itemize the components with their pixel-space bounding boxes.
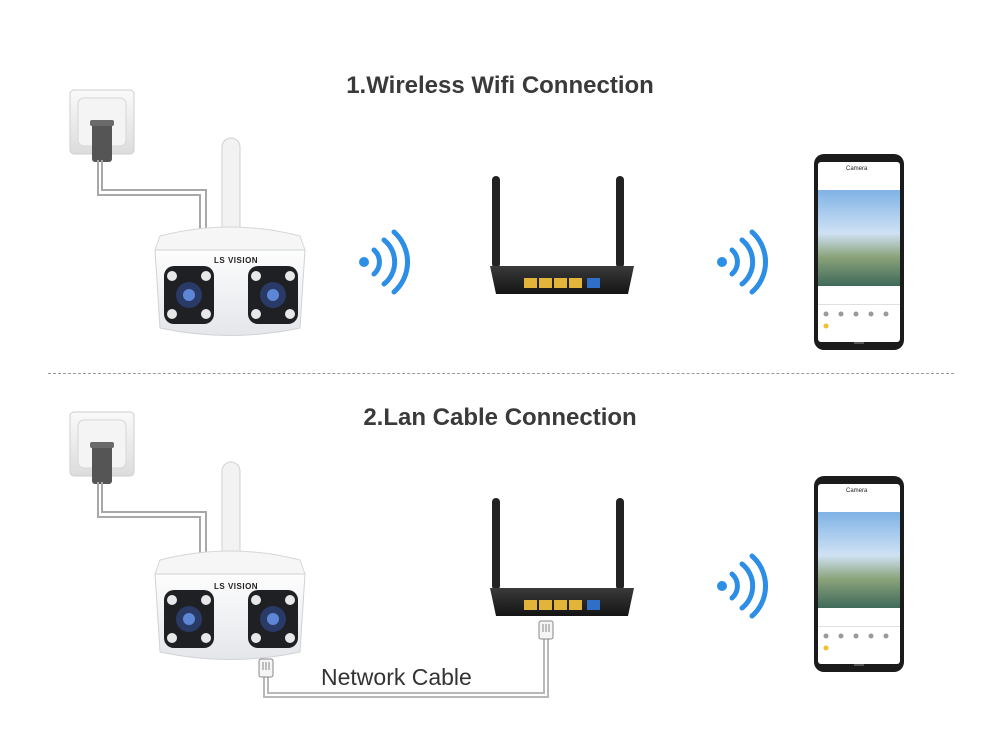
smartphone-device (814, 154, 904, 350)
section-title-lan: 2.Lan Cable Connection (363, 404, 637, 431)
phone-header-title: Camera (846, 488, 868, 494)
camera-brand-label: LS VISION (214, 256, 259, 265)
camera-device (154, 137, 306, 336)
rj45-connector-icon (258, 658, 274, 678)
router-device (490, 498, 634, 616)
wifi-signal-icon (359, 229, 410, 295)
rj45-connector-icon (538, 620, 554, 640)
wifi-signal-icon (717, 229, 768, 295)
smartphone-device (814, 476, 904, 672)
section-divider (48, 373, 954, 374)
camera-device (154, 461, 306, 660)
network-cable-label: Network Cable (321, 664, 472, 690)
phone-header-title: Camera (846, 166, 868, 172)
camera-brand-label: LS VISION (214, 582, 259, 591)
router-device (490, 176, 634, 294)
wifi-signal-icon (717, 553, 768, 619)
power-outlet-icon (69, 411, 135, 484)
section-title-wireless: 1.Wireless Wifi Connection (346, 72, 654, 99)
power-outlet-icon (69, 89, 135, 162)
